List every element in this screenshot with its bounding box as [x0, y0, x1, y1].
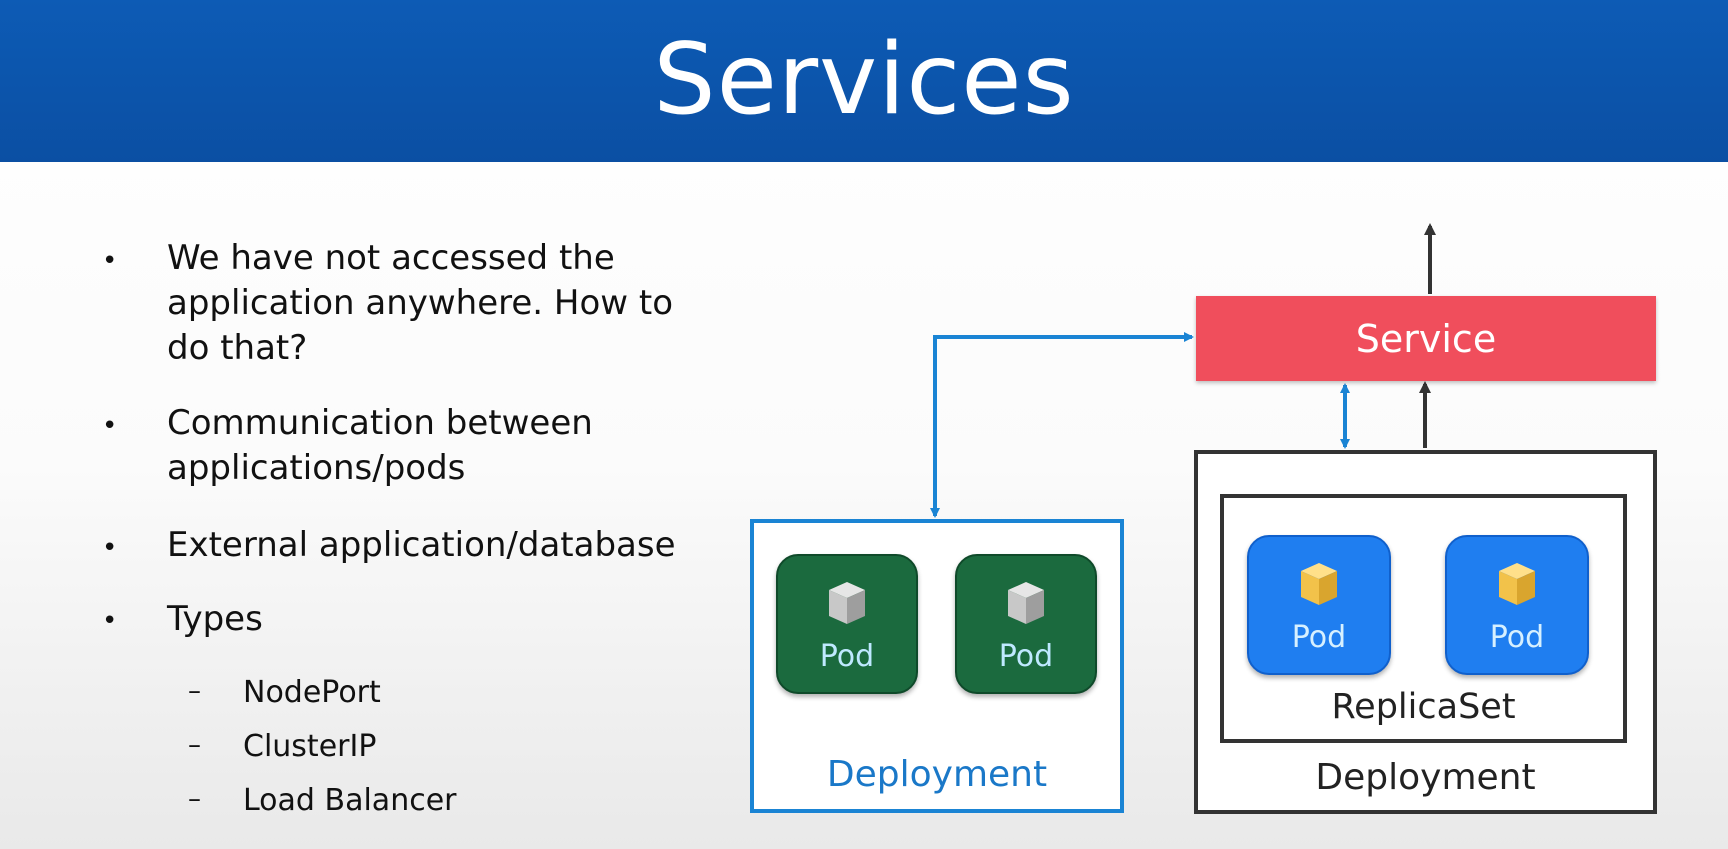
bullet-1-line-3: do that? [167, 328, 308, 368]
page-title: Services [653, 23, 1075, 137]
bullet-3-line-1: External application/database [167, 525, 676, 565]
pod-card: Pod [776, 554, 918, 694]
pod-label: Pod [819, 639, 875, 674]
cube-icon [829, 582, 865, 624]
left-deployment-label: Deployment [826, 754, 1048, 795]
pod-label: Pod [1489, 620, 1545, 655]
sub-marker: – [188, 676, 201, 706]
bullet-marker: • [102, 606, 118, 636]
pod-label: Pod [998, 639, 1054, 674]
type-nodeport: NodePort [243, 675, 381, 710]
bullet-marker: • [102, 533, 118, 563]
blue-connector-arrow [930, 332, 1194, 518]
type-clusterip: ClusterIP [243, 729, 377, 764]
cube-icon [1301, 563, 1337, 605]
bullet-1-line-2: application anywhere. How to [167, 283, 674, 323]
replicaset-box: ReplicaSet [1220, 494, 1627, 743]
service-box: Service [1196, 296, 1656, 381]
pod-label: Pod [1291, 620, 1347, 655]
bullet-1-line-1: We have not accessed the [167, 238, 615, 278]
pod-card: Pod [955, 554, 1097, 694]
type-load-balancer: Load Balancer [243, 783, 457, 818]
cube-icon [1008, 582, 1044, 624]
pod-card: Pod [1247, 535, 1391, 675]
bullet-marker: • [102, 246, 118, 276]
replicaset-label: ReplicaSet [1331, 687, 1516, 727]
bullet-2-line-1: Communication between [167, 403, 593, 443]
cube-icon [1499, 563, 1535, 605]
title-banner: Services [0, 0, 1728, 162]
bullet-4-line-1: Types [167, 599, 263, 639]
bullet-2-line-2: applications/pods [167, 448, 466, 488]
bullet-marker: • [102, 411, 118, 441]
right-deployment-label: Deployment [1315, 757, 1536, 798]
pod-card: Pod [1445, 535, 1589, 675]
sub-marker: – [188, 784, 201, 814]
sub-marker: – [188, 730, 201, 760]
service-label: Service [1355, 316, 1497, 361]
